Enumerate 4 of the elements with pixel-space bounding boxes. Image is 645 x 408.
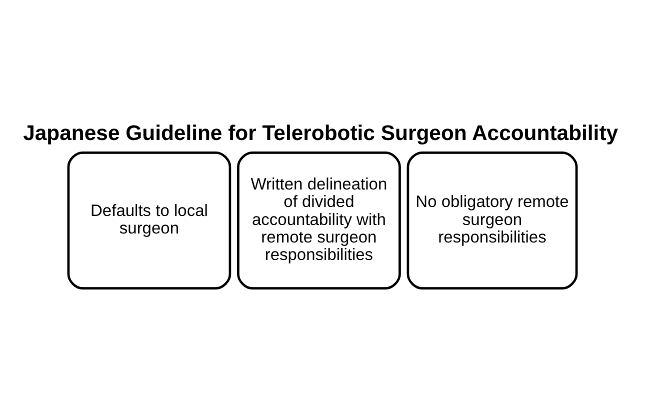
node-box: Defaults to local surgeon [67, 152, 232, 290]
node-box: No obligatory remote surgeon responsibilities [406, 152, 578, 290]
diagram-title: Japanese Guideline for Telerobotic Surgeon Accountability [23, 122, 618, 146]
node-box: Written delineation of divided accountability with remote surgeon responsibilities [237, 152, 401, 290]
